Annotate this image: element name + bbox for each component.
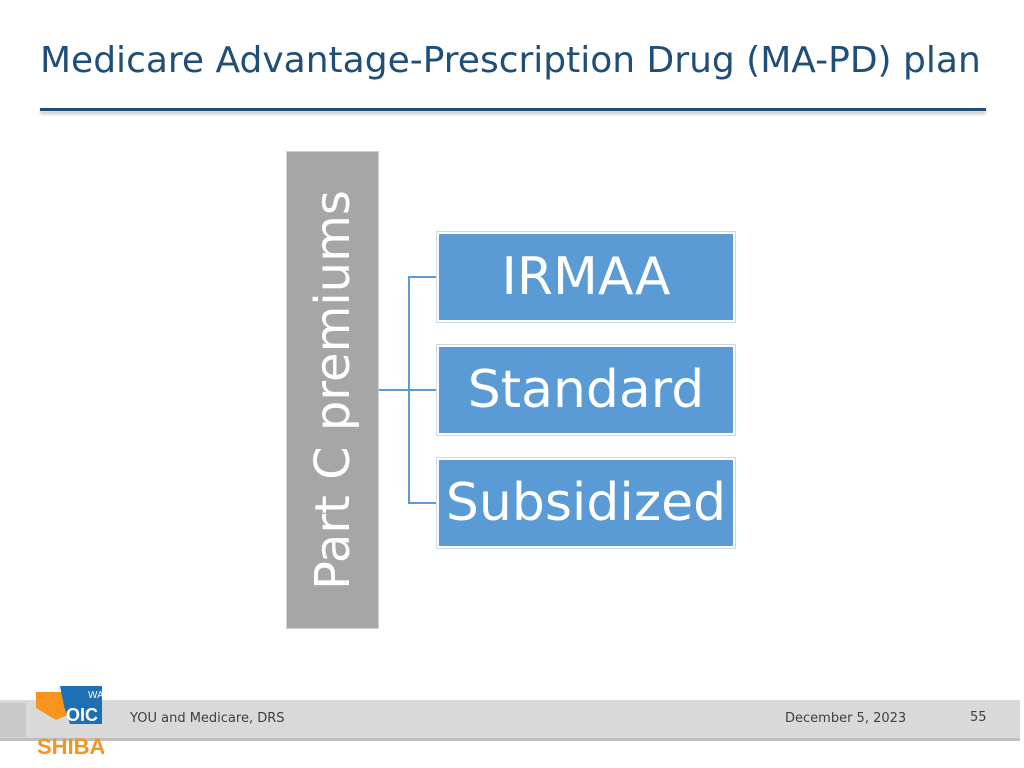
logo-shiba-text: SHIBA bbox=[37, 734, 104, 759]
footer-presentation-name: YOU and Medicare, DRS bbox=[130, 711, 285, 726]
logo-oic-text: OIC bbox=[66, 705, 98, 725]
child-node-label: Subsidized bbox=[445, 473, 727, 533]
slide-title: Medicare Advantage-Prescription Drug (MA… bbox=[40, 40, 981, 81]
child-node-label: IRMAA bbox=[501, 247, 671, 307]
child-node-standard: Standard bbox=[436, 344, 736, 436]
child-node-label: Standard bbox=[467, 360, 705, 420]
logo-wa-text: WA bbox=[88, 690, 104, 701]
footer-date: December 5, 2023 bbox=[785, 711, 907, 726]
connector-to-subsidized bbox=[408, 502, 438, 504]
connector-root-stem bbox=[379, 389, 409, 391]
child-node-subsidized: Subsidized bbox=[436, 457, 736, 549]
connector-to-irmaa bbox=[408, 276, 438, 278]
page-number: 55 bbox=[970, 710, 987, 725]
shiba-logo: WA OIC SHIBA bbox=[36, 686, 104, 759]
child-node-irmaa: IRMAA bbox=[436, 231, 736, 323]
root-node-label: Part C premiums bbox=[304, 190, 361, 590]
title-underline bbox=[40, 108, 986, 111]
footer-left-cap bbox=[0, 703, 26, 737]
root-node: Part C premiums bbox=[286, 151, 379, 629]
footer-bar bbox=[0, 700, 1020, 741]
connector-to-standard bbox=[408, 389, 438, 391]
